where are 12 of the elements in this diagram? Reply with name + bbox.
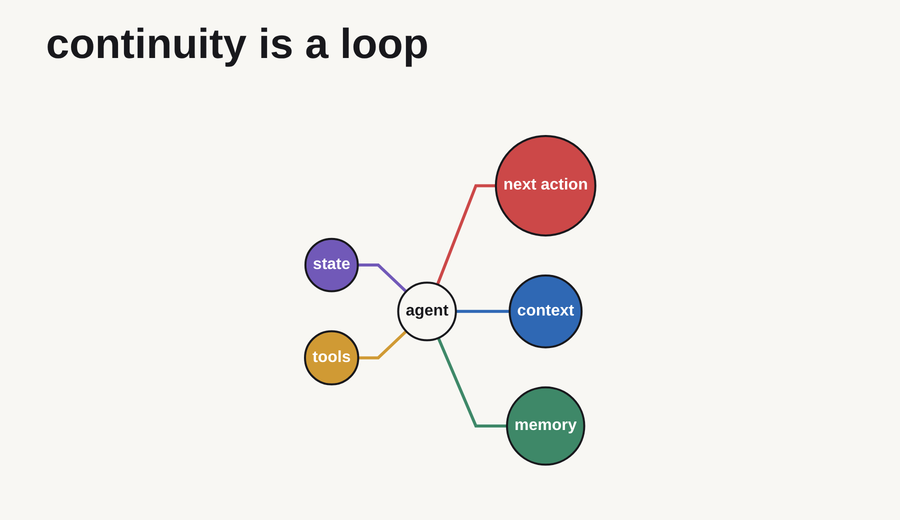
node-circle: memory — [506, 386, 586, 466]
node-circle: state — [304, 238, 359, 292]
node-circle: agent — [397, 281, 457, 341]
node-circle: context — [508, 274, 582, 348]
connector — [436, 337, 507, 428]
connector — [358, 263, 407, 292]
node-circle: tools — [304, 330, 360, 386]
connector — [456, 310, 510, 313]
connector — [436, 184, 496, 285]
connector — [358, 330, 407, 359]
diagram-title: continuity is a loop — [46, 20, 429, 68]
node-circle: next action — [494, 134, 596, 236]
